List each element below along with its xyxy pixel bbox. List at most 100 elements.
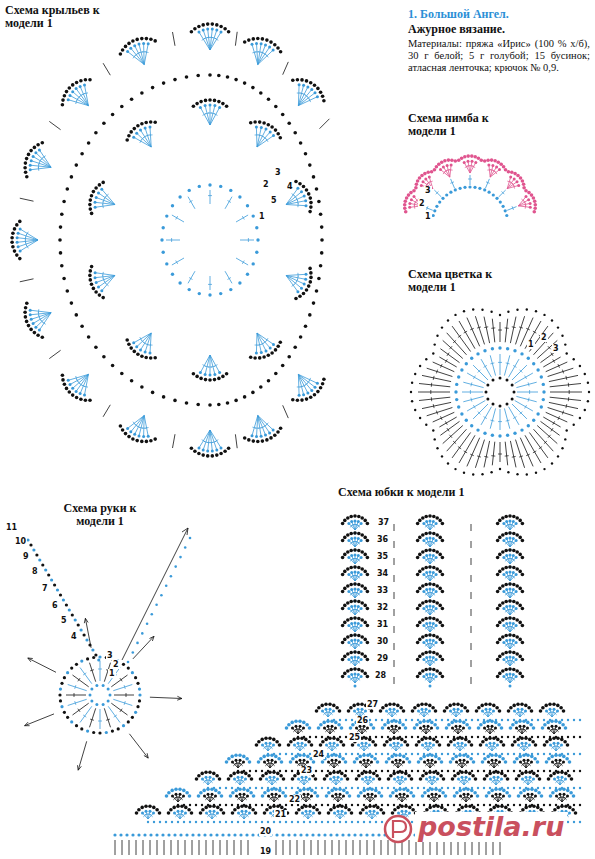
chain-dot (209, 374, 212, 377)
chain-dot (153, 437, 157, 441)
chain-dot (229, 189, 232, 192)
chain-dot (435, 584, 439, 588)
chain-dot (274, 128, 278, 132)
chain-dot (234, 399, 238, 403)
chain-dot (435, 556, 438, 559)
chain-dot (188, 288, 191, 291)
chain-dot (510, 171, 514, 175)
chain-dot (447, 319, 449, 321)
chain-dot (261, 37, 265, 41)
chain-dot (33, 146, 37, 150)
chain-dot (428, 514, 432, 518)
chain-dot (518, 638, 522, 642)
chain-dot (256, 440, 260, 444)
chain-dot (97, 192, 100, 195)
chain-dot (107, 688, 110, 691)
chain-dot (309, 201, 313, 205)
chain-dot (441, 573, 445, 577)
chain-dot (363, 519, 367, 523)
chain-dot (119, 833, 122, 836)
chain-dot (535, 472, 537, 474)
chain-dot (540, 405, 543, 408)
chain-dot (420, 184, 423, 187)
chain-dot (422, 573, 425, 576)
chain-dot (418, 604, 422, 608)
chain-dot (132, 136, 135, 139)
chain-dot (94, 345, 98, 349)
chain-dot (320, 225, 324, 229)
chain-dot (80, 727, 83, 730)
chain-dot (27, 324, 31, 328)
chain-dot (149, 352, 152, 355)
chain-dot (463, 186, 466, 189)
chain-dot (424, 668, 428, 672)
chain-dot (505, 520, 508, 523)
chain-dot (421, 550, 425, 554)
chain-dot (11, 231, 15, 235)
chain-dot (255, 42, 258, 45)
chain-dot (299, 141, 303, 145)
chain-dot (512, 571, 515, 574)
chain-dot (171, 204, 174, 207)
chain-dot (432, 352, 434, 354)
chain-dot (502, 522, 505, 525)
stitch-line (113, 699, 132, 705)
chain-dot (432, 605, 435, 608)
chain-dot (441, 607, 445, 611)
chain-dot (65, 387, 69, 391)
stitch-line (505, 442, 508, 466)
chain-dot (483, 349, 486, 352)
chain-dot (353, 548, 357, 552)
chain-dot (68, 608, 71, 611)
chain-dot (512, 532, 516, 536)
chain-dot (310, 88, 313, 91)
chain-dot (218, 106, 221, 109)
chain-dot (211, 454, 215, 458)
chain-dot (38, 329, 41, 332)
chain-dot (296, 78, 300, 82)
chain-dot (139, 348, 142, 351)
chain-dot (309, 276, 313, 280)
chain-dot (521, 607, 525, 611)
chain-dot (509, 520, 512, 523)
chain-dot (279, 426, 283, 430)
chain-dot (256, 37, 260, 41)
chain-dot (350, 673, 353, 676)
chain-dot (190, 446, 194, 450)
chain-dot (251, 434, 254, 437)
chain-dot (307, 192, 311, 196)
chain-dot (63, 711, 66, 714)
chain-dot (429, 639, 432, 642)
chain-dot (521, 179, 525, 183)
stitch-line (510, 317, 516, 344)
chain-dot (515, 658, 518, 661)
chain-dot (498, 434, 501, 437)
chain-dot (58, 693, 61, 696)
chain-dot (147, 42, 150, 45)
chain-dot (89, 278, 93, 282)
chain-dot (439, 168, 442, 171)
chain-dot (300, 190, 303, 193)
chain-dot (269, 130, 272, 133)
stitch-line (486, 179, 490, 188)
chain-dot (62, 277, 66, 281)
stitch-line (103, 272, 104, 276)
chain-dot (429, 656, 432, 659)
chain-dot (111, 113, 115, 117)
chain-dot (162, 251, 165, 254)
chain-dot (350, 588, 353, 591)
chain-dot (360, 533, 364, 537)
chain-dot (308, 267, 312, 271)
chain-dot (120, 105, 124, 109)
chain-dot (89, 207, 93, 211)
chain-dot (215, 448, 218, 451)
chain-dot (147, 435, 150, 438)
stitch-line (173, 434, 176, 448)
chain-dot (424, 177, 427, 180)
chain-dot (79, 85, 82, 88)
chain-dot (429, 588, 432, 591)
chain-dot (527, 198, 530, 201)
chain-dot (433, 168, 437, 172)
chain-dot (60, 705, 63, 708)
stitch-line (447, 428, 449, 431)
